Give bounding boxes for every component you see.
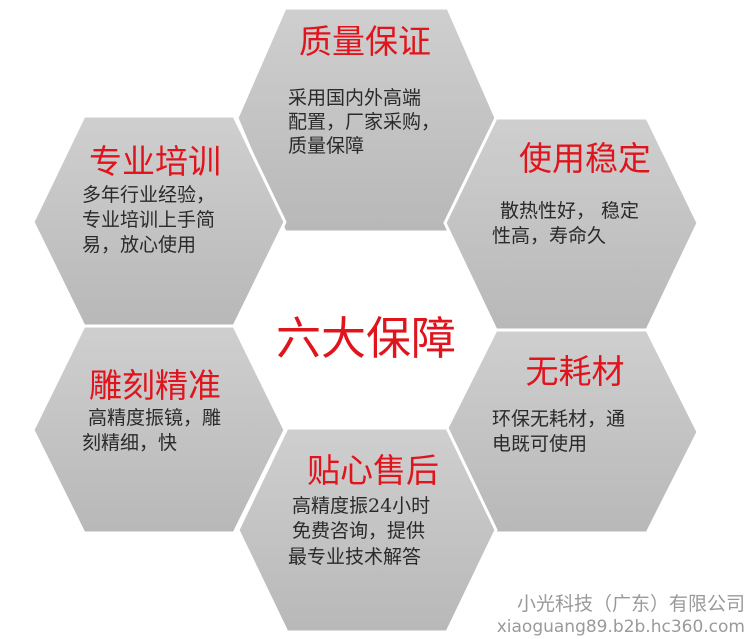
hex-quality-line-2: 配置，厂家采购， (288, 111, 440, 133)
hex-stability-title: 使用稳定 (519, 139, 651, 178)
hex-quality-title: 质量保证 (299, 22, 431, 61)
hex-quality-line-3: 质量保障 (288, 135, 364, 157)
hex-training-line-2: 专业培训上手简 (82, 209, 215, 231)
hex-service-shape (236, 426, 498, 634)
hex-no-consumables-title: 无耗材 (526, 352, 625, 391)
watermark-company: 小光科技（广东）有限公司 (517, 593, 745, 615)
hex-stability-line-2: 性高，寿命久 (492, 225, 606, 247)
watermark-url: xiaoguang89.b2b.hc360.com (497, 617, 745, 637)
hex-no-consumables-line-1: 环保无耗材，通 (492, 408, 625, 430)
hex-training: 专业培训 多年行业经验， 专业培训上手简 易，放心使用 (31, 114, 287, 328)
hex-service-line-3: 最专业技术解答 (288, 546, 421, 568)
hex-precision-line-2: 刻精细，快 (82, 432, 177, 454)
hex-precision: 雕刻精准 高精度振镜，雕 刻精细，快 (31, 324, 287, 535)
hex-service-title: 贴心售后 (307, 451, 439, 490)
hex-training-line-3: 易，放心使用 (82, 234, 196, 256)
hex-no-consumables-line-2: 电既可使用 (492, 433, 587, 455)
hex-service-line-1: 高精度振24小时 (292, 495, 430, 517)
hex-precision-shape (31, 324, 287, 535)
center-title: 六大保障 (276, 312, 456, 365)
hex-stability: 使用稳定 散热性好， 稳定 性高，寿命久 (443, 116, 700, 332)
hex-precision-title: 雕刻精准 (89, 366, 221, 405)
hex-quality-line-1: 采用国内外高端 (288, 87, 421, 109)
hex-stability-line-1: 散热性好， 稳定 (500, 200, 639, 222)
hex-precision-line-1: 高精度振镜，雕 (88, 407, 221, 429)
hex-training-shape (31, 114, 287, 328)
hex-quality: 质量保证 采用国内外高端 配置，厂家采购， 质量保障 (235, 6, 498, 234)
hex-no-consumables: 无耗材 环保无耗材，通 电既可使用 (443, 328, 700, 535)
hex-service: 贴心售后 高精度振24小时 免费咨询，提供 最专业技术解答 (236, 426, 498, 634)
hex-service-line-2: 免费咨询，提供 (292, 520, 425, 542)
hex-training-title: 专业培训 (89, 142, 221, 181)
hex-training-line-1: 多年行业经验， (82, 184, 215, 206)
